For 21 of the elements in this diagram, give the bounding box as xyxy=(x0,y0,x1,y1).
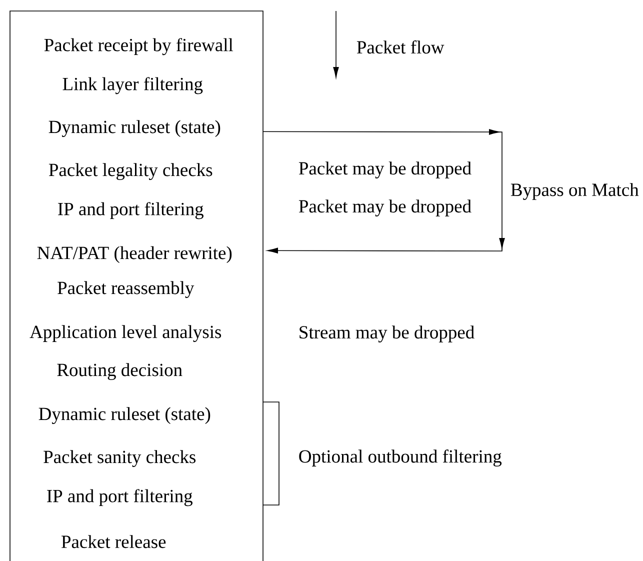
stage-text: NAT/PAT (header rewrite) xyxy=(37,246,232,263)
stage-text: Dynamic ruleset (state) xyxy=(38,407,210,424)
stage-text: Dynamic ruleset (state) xyxy=(48,120,220,138)
stage-column xyxy=(10,10,264,561)
note-text: Optional outbound filtering xyxy=(299,449,502,466)
flow-label: Packet flow xyxy=(356,40,444,54)
edge-label: Bypass on Match xyxy=(509,182,640,201)
stage-text: Packet reassembly xyxy=(58,281,194,298)
stage-text: Link layer filtering xyxy=(62,77,203,94)
bypass-arrow xyxy=(262,129,505,254)
stage-text: IP and port filtering xyxy=(47,489,192,506)
stage-text: Packet release xyxy=(62,535,166,548)
note-text: Stream may be dropped xyxy=(300,326,474,342)
stage-text: Packet receipt by firewall xyxy=(44,38,234,56)
stage-text: Packet sanity checks xyxy=(44,450,196,468)
stage-text: Application level analysis xyxy=(30,325,222,342)
stage-text: IP and port filtering xyxy=(58,202,204,220)
stage-text: Packet legality checks xyxy=(48,163,212,180)
stage-text: Routing decision xyxy=(57,363,182,380)
note-text: Packet may be dropped xyxy=(298,200,472,216)
note-text: Packet may be dropped xyxy=(298,162,472,178)
